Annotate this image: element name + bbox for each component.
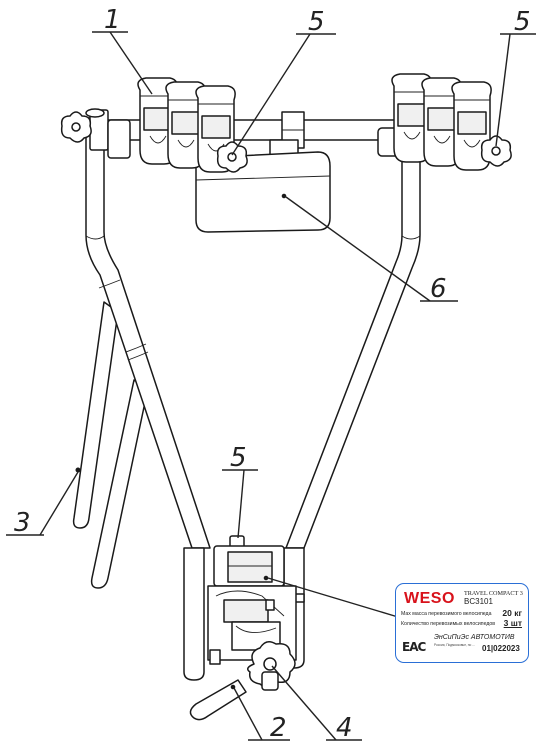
model-code: BC3101: [464, 597, 493, 606]
wheel-clamps-left: [137, 77, 236, 173]
knob-clamp-left: [216, 141, 248, 173]
max-weight-value: 20 кг: [502, 608, 522, 618]
top-bar: [85, 108, 427, 159]
callout-6: 6: [430, 274, 447, 304]
manufacturer-name: ЭнСиПиЭс АВТОМОТИВ: [434, 634, 515, 641]
model-name: TRAVEL COMPACT 3: [464, 590, 523, 597]
product-label: WESO TRAVEL COMPACT 3 BC3101 Мах масса п…: [395, 583, 529, 663]
callout-1: 1: [104, 5, 121, 35]
knob-top-left: [60, 111, 92, 143]
bike-count-label: Количество перевозимых велосипедов: [401, 621, 496, 627]
max-weight-label: Мах масса перевозимого велосипеда: [401, 611, 492, 617]
callout-4: 4: [336, 713, 353, 741]
support-bars: [72, 301, 149, 589]
callout-numbers: 1 5 5 6 3 5 2 4: [14, 5, 531, 741]
leader-lines: [6, 31, 536, 741]
tow-ball-mount: [183, 535, 305, 721]
callout-5-top-right: 5: [514, 7, 531, 37]
callout-5-bottom: 5: [230, 443, 247, 473]
eac-mark: EAC: [402, 640, 426, 654]
frame-left-arm: [85, 117, 211, 549]
bike-count-value: 3 шт: [503, 618, 522, 628]
accessory-box: [195, 139, 331, 233]
knob-clamp-right: [480, 135, 512, 167]
callout-2: 2: [270, 713, 287, 741]
callout-3: 3: [14, 508, 31, 538]
wheel-clamps-right: [377, 73, 492, 171]
fine-print: Россия, Подмосковье, по ...: [434, 643, 475, 647]
callout-5-top-center: 5: [308, 7, 325, 37]
brand-logo-text: WESO: [404, 590, 455, 607]
date-code: 01|022023: [482, 644, 520, 653]
